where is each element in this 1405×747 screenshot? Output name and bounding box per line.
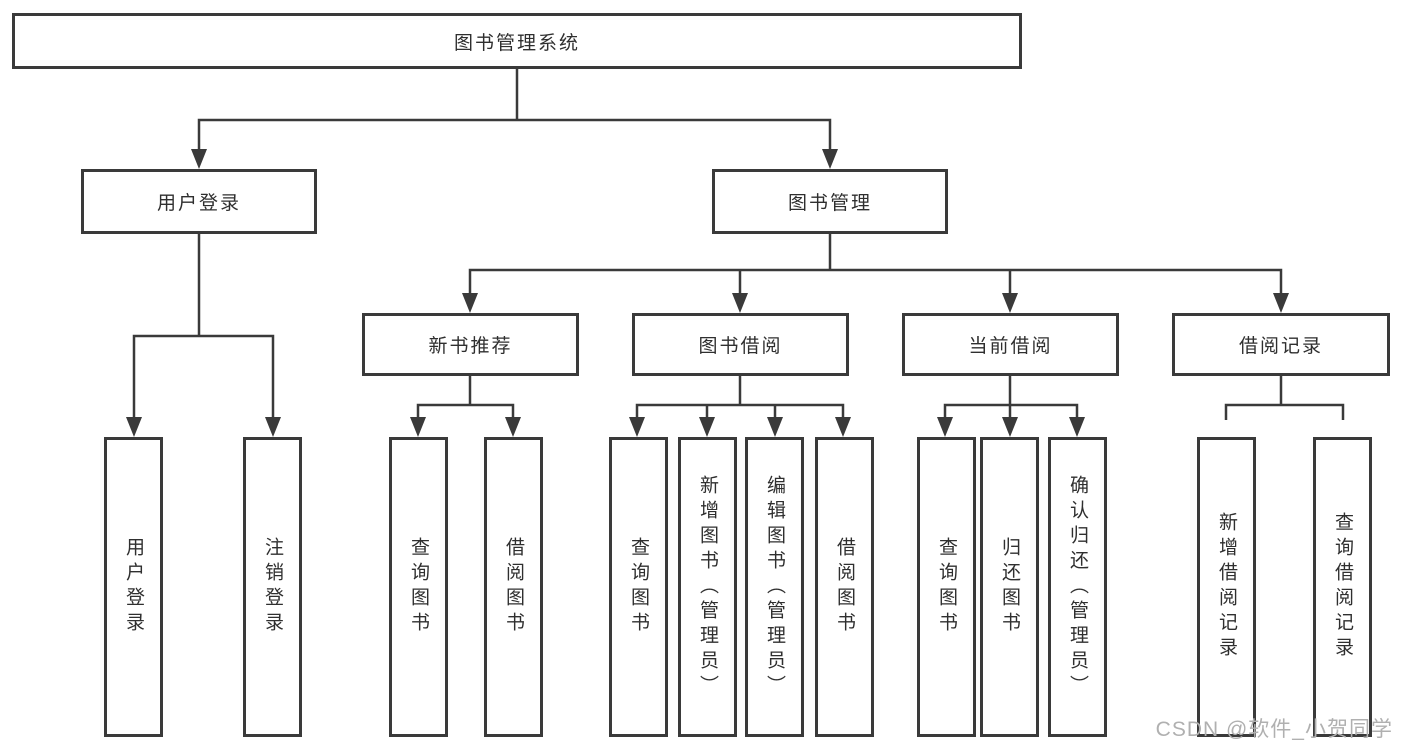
leaf-return-book: 归还图书 [980, 437, 1039, 737]
arrowhead [1069, 417, 1085, 437]
leaf-user-login: 用户登录 [104, 437, 163, 737]
node-borrowing-records: 借阅记录 [1172, 313, 1390, 376]
leaf-edit-book-admin: 编辑图书（管理员） [745, 437, 804, 737]
arrowhead [767, 417, 783, 437]
node-library-system: 图书管理系统 [12, 13, 1022, 69]
leaf-query-books-current: 查询图书 [917, 437, 976, 737]
leaf-borrow-books-borrowing: 借阅图书 [815, 437, 874, 737]
leaf-borrow-books-recommend: 借阅图书 [484, 437, 543, 737]
leaf-add-borrow-record: 新增借阅记录 [1197, 437, 1256, 737]
csdn-watermark: CSDN @软件_小贺同学 [1155, 718, 1393, 741]
arrowhead [1273, 293, 1289, 313]
leaf-add-book-admin: 新增图书（管理员） [678, 437, 737, 737]
arrowhead [410, 417, 426, 437]
node-book-borrowing: 图书借阅 [632, 313, 849, 376]
node-book-management: 图书管理 [712, 169, 948, 234]
arrowhead [1002, 293, 1018, 313]
arrowhead [505, 417, 521, 437]
arrowhead [265, 417, 281, 437]
leaf-query-books-recommend: 查询图书 [389, 437, 448, 737]
arrowhead [462, 293, 478, 313]
arrowhead [835, 417, 851, 437]
node-new-book-recommend: 新书推荐 [362, 313, 579, 376]
arrowhead [1002, 417, 1018, 437]
arrowhead [732, 293, 748, 313]
arrowhead [126, 417, 142, 437]
leaf-confirm-return-admin: 确认归还（管理员） [1048, 437, 1107, 737]
leaf-query-books-borrowing: 查询图书 [609, 437, 668, 737]
arrowhead [699, 417, 715, 437]
arrowhead [191, 149, 207, 169]
arrowhead [629, 417, 645, 437]
node-current-borrowing: 当前借阅 [902, 313, 1119, 376]
arrowhead [822, 149, 838, 169]
leaf-logout: 注销登录 [243, 437, 302, 737]
node-user-login: 用户登录 [81, 169, 317, 234]
leaf-query-borrow-record: 查询借阅记录 [1313, 437, 1372, 737]
arrowhead [937, 417, 953, 437]
